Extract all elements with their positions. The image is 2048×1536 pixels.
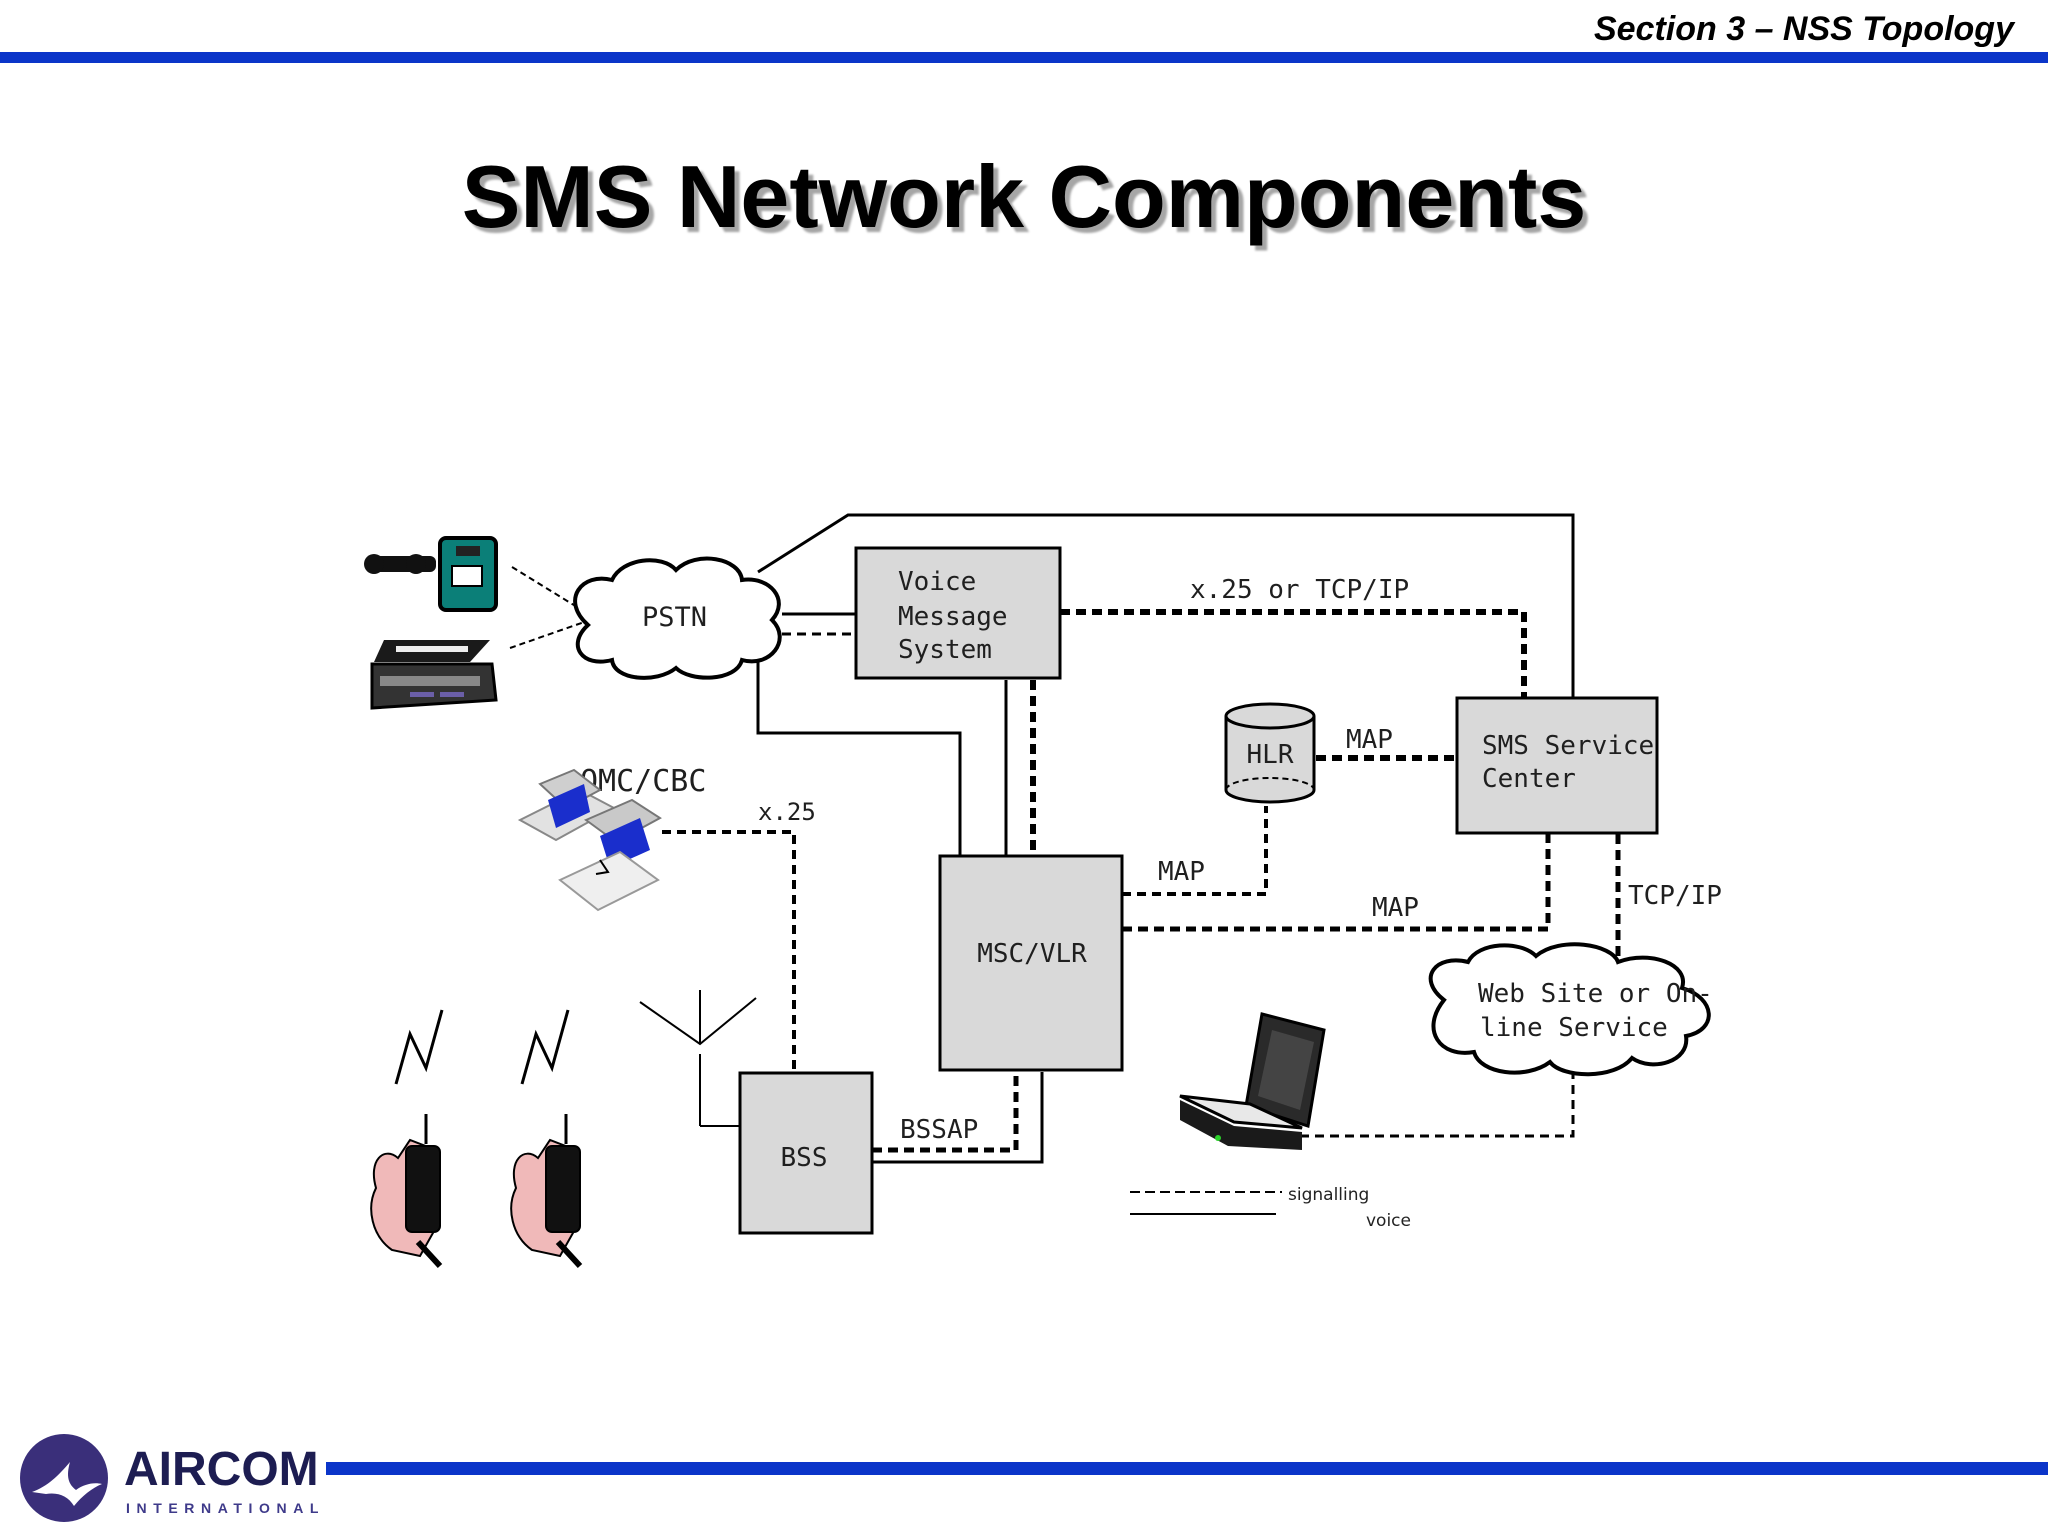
link-fax-pstn	[509, 619, 591, 649]
hlr-database: HLR	[1224, 702, 1316, 804]
link-label-omc-bss: x.25	[758, 798, 816, 826]
workstation-icon	[517, 768, 662, 912]
link-label-hlr-smsc: MAP	[1346, 725, 1393, 755]
signalling-links	[509, 566, 1621, 1153]
telephone-icon	[364, 536, 498, 612]
web-label-line1: Web Site or On-	[1478, 979, 1713, 1009]
signal-link-msc-smsc	[1122, 834, 1551, 932]
signal-link-bss-msc	[872, 1072, 1019, 1153]
vms-label-line2: Message	[898, 602, 1008, 632]
vms-label-line3: System	[898, 635, 992, 665]
link-label-vms-smsc: x.25 or TCP/IP	[1190, 575, 1409, 605]
aircom-bird-icon	[20, 1434, 108, 1522]
section-title: Section 3 – NSS Topology	[1593, 10, 2014, 48]
voice-link-bss-msc	[872, 1072, 1044, 1164]
top-rule	[0, 52, 2048, 63]
link-label-bss-msc: BSSAP	[900, 1115, 978, 1145]
voice-link-pstn-smsc	[757, 513, 1575, 697]
pstn-cloud: PSTN	[573, 556, 782, 680]
bss: BSS	[738, 1071, 874, 1235]
msc-vlr: MSC/VLR	[938, 854, 1124, 1072]
legend-voice-label: voice	[1366, 1211, 1411, 1231]
link-label-smsc-web: TCP/IP	[1628, 881, 1722, 911]
link-label-msc-hlr: MAP	[1158, 857, 1205, 887]
smsc-label-line1: SMS Service	[1482, 731, 1654, 761]
omc-label: OMC/CBC	[580, 764, 706, 799]
bss-label: BSS	[781, 1143, 828, 1173]
signal-link-vms-smsc	[1060, 609, 1527, 698]
sms-service-center: SMS Service Center	[1455, 696, 1659, 835]
link-telephone-pstn	[511, 566, 591, 616]
antenna-icon	[639, 990, 757, 1127]
link-label-msc-smsc: MAP	[1372, 893, 1419, 923]
mobile-phone-icon	[370, 1114, 443, 1269]
page-title: SMS Network Components	[461, 147, 1587, 246]
web-label-line2: line Service	[1480, 1013, 1668, 1043]
voice-link-pstn-msc	[756, 640, 962, 856]
mobile-phone-icon	[510, 1114, 583, 1269]
laptop-icon	[1179, 1012, 1326, 1150]
logo-subtitle: INTERNATIONAL	[126, 1500, 326, 1516]
hlr-label: HLR	[1247, 740, 1294, 770]
aircom-logo: AIRCOM INTERNATIONAL	[18, 1430, 319, 1530]
legend: signalling voice	[1130, 1185, 1411, 1231]
legend-signalling-label: signalling	[1288, 1185, 1369, 1205]
signal-link-msc-hlr	[1122, 806, 1268, 896]
radio-signal-icon	[394, 1009, 570, 1085]
web-cloud: Web Site or On- line Service	[1428, 942, 1713, 1077]
voice-message-system: Voice Message System	[854, 546, 1062, 680]
fax-machine-icon	[370, 640, 498, 710]
vms-label-line1: Voice	[898, 567, 976, 597]
smsc-label-line2: Center	[1482, 764, 1576, 794]
voice-links	[756, 513, 1575, 1164]
signal-link-laptop-web	[1300, 1072, 1575, 1138]
signal-link-omc-bss	[662, 830, 796, 1072]
pstn-label: PSTN	[642, 602, 707, 633]
logo-name: AIRCOM	[124, 1443, 319, 1496]
msc-label: MSC/VLR	[977, 939, 1087, 969]
bottom-rule	[326, 1462, 2048, 1475]
